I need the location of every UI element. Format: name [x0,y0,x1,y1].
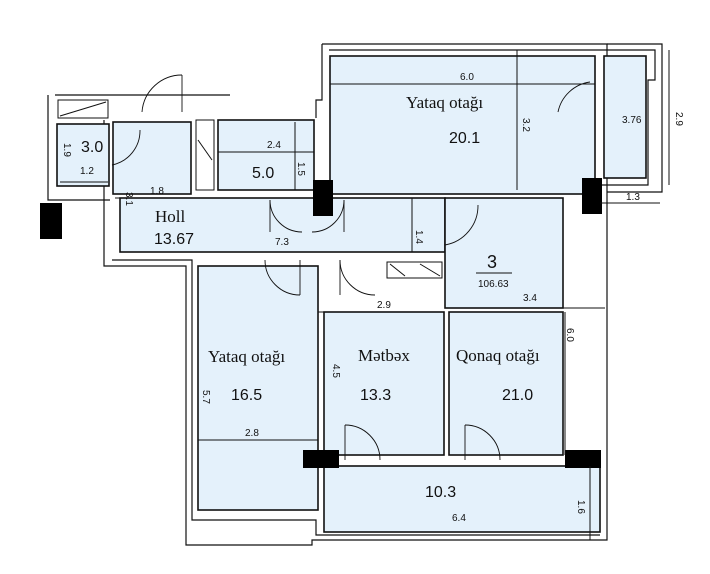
kitchen-name: Mətbəx [358,346,410,365]
hall-width: 7.3 [275,237,289,248]
pillar [565,450,601,468]
balcony-bottom-width: 6.4 [452,513,466,524]
living-room-name: Qonaq otağı [456,346,540,365]
bathroom-area: 5.0 [252,165,274,182]
cabinets [57,99,443,279]
room-bedroom-bottom [197,265,319,511]
bedroom-bottom-name: Yataq otağı [208,347,285,366]
bedroom-top-name: Yataq otağı [406,93,483,112]
hall-area: 13.67 [154,231,194,248]
door-swings [111,74,591,461]
apartment-total-area: 106.63 [478,279,509,290]
room-kitchen [323,311,445,456]
balcony-right-area: 3.76 [622,115,642,126]
apartment-number: 3 [487,252,497,272]
small-room-width: 1.2 [80,166,94,177]
kitchen-area: 13.3 [360,387,391,404]
small-room-height: 1.9 [61,143,72,157]
bedroom-top-height: 3.2 [520,118,531,132]
hall-name: Holl [155,207,186,226]
room-apartment-3 [444,197,564,309]
room-bathroom [217,119,315,191]
balcony-right-height: 2.9 [673,112,684,126]
hall-width-2: 1.8 [150,186,164,197]
room-hall [119,197,446,253]
hall-height-2: 1.4 [413,230,424,244]
room-entrance [112,121,192,195]
small-room-area: 3.0 [81,139,103,156]
pillar [313,180,333,216]
balcony-bottom-area: 10.3 [425,484,456,501]
dimension-lines [60,50,670,540]
bathroom-height: 1.5 [295,162,306,176]
bathroom-width: 2.4 [267,140,281,151]
room-balcony-right [603,55,647,179]
room-living [448,311,564,456]
living-room-area: 21.0 [502,387,533,404]
kitchen-height: 4.5 [330,364,341,378]
bedroom-top-area: 20.1 [449,130,480,147]
balcony-right-width: 1.3 [626,192,640,203]
pillar [40,203,62,239]
balcony-bottom-height: 1.6 [575,500,586,514]
pillar [582,178,602,214]
pillar [303,450,339,468]
apartment-width: 3.4 [523,293,537,304]
bedroom-top-width: 6.0 [460,72,474,83]
bedroom-bottom-area: 16.5 [231,387,262,404]
hall-height: 3.1 [123,192,134,206]
room-bedroom-top [329,55,596,195]
living-room-height: 6.0 [564,328,575,342]
bedroom-bottom-height: 5.7 [200,390,211,404]
room-small [56,123,110,187]
room-balcony-bottom [323,465,601,533]
bedroom-bottom-width: 2.8 [245,428,259,439]
kitchen-width: 2.9 [377,300,391,311]
